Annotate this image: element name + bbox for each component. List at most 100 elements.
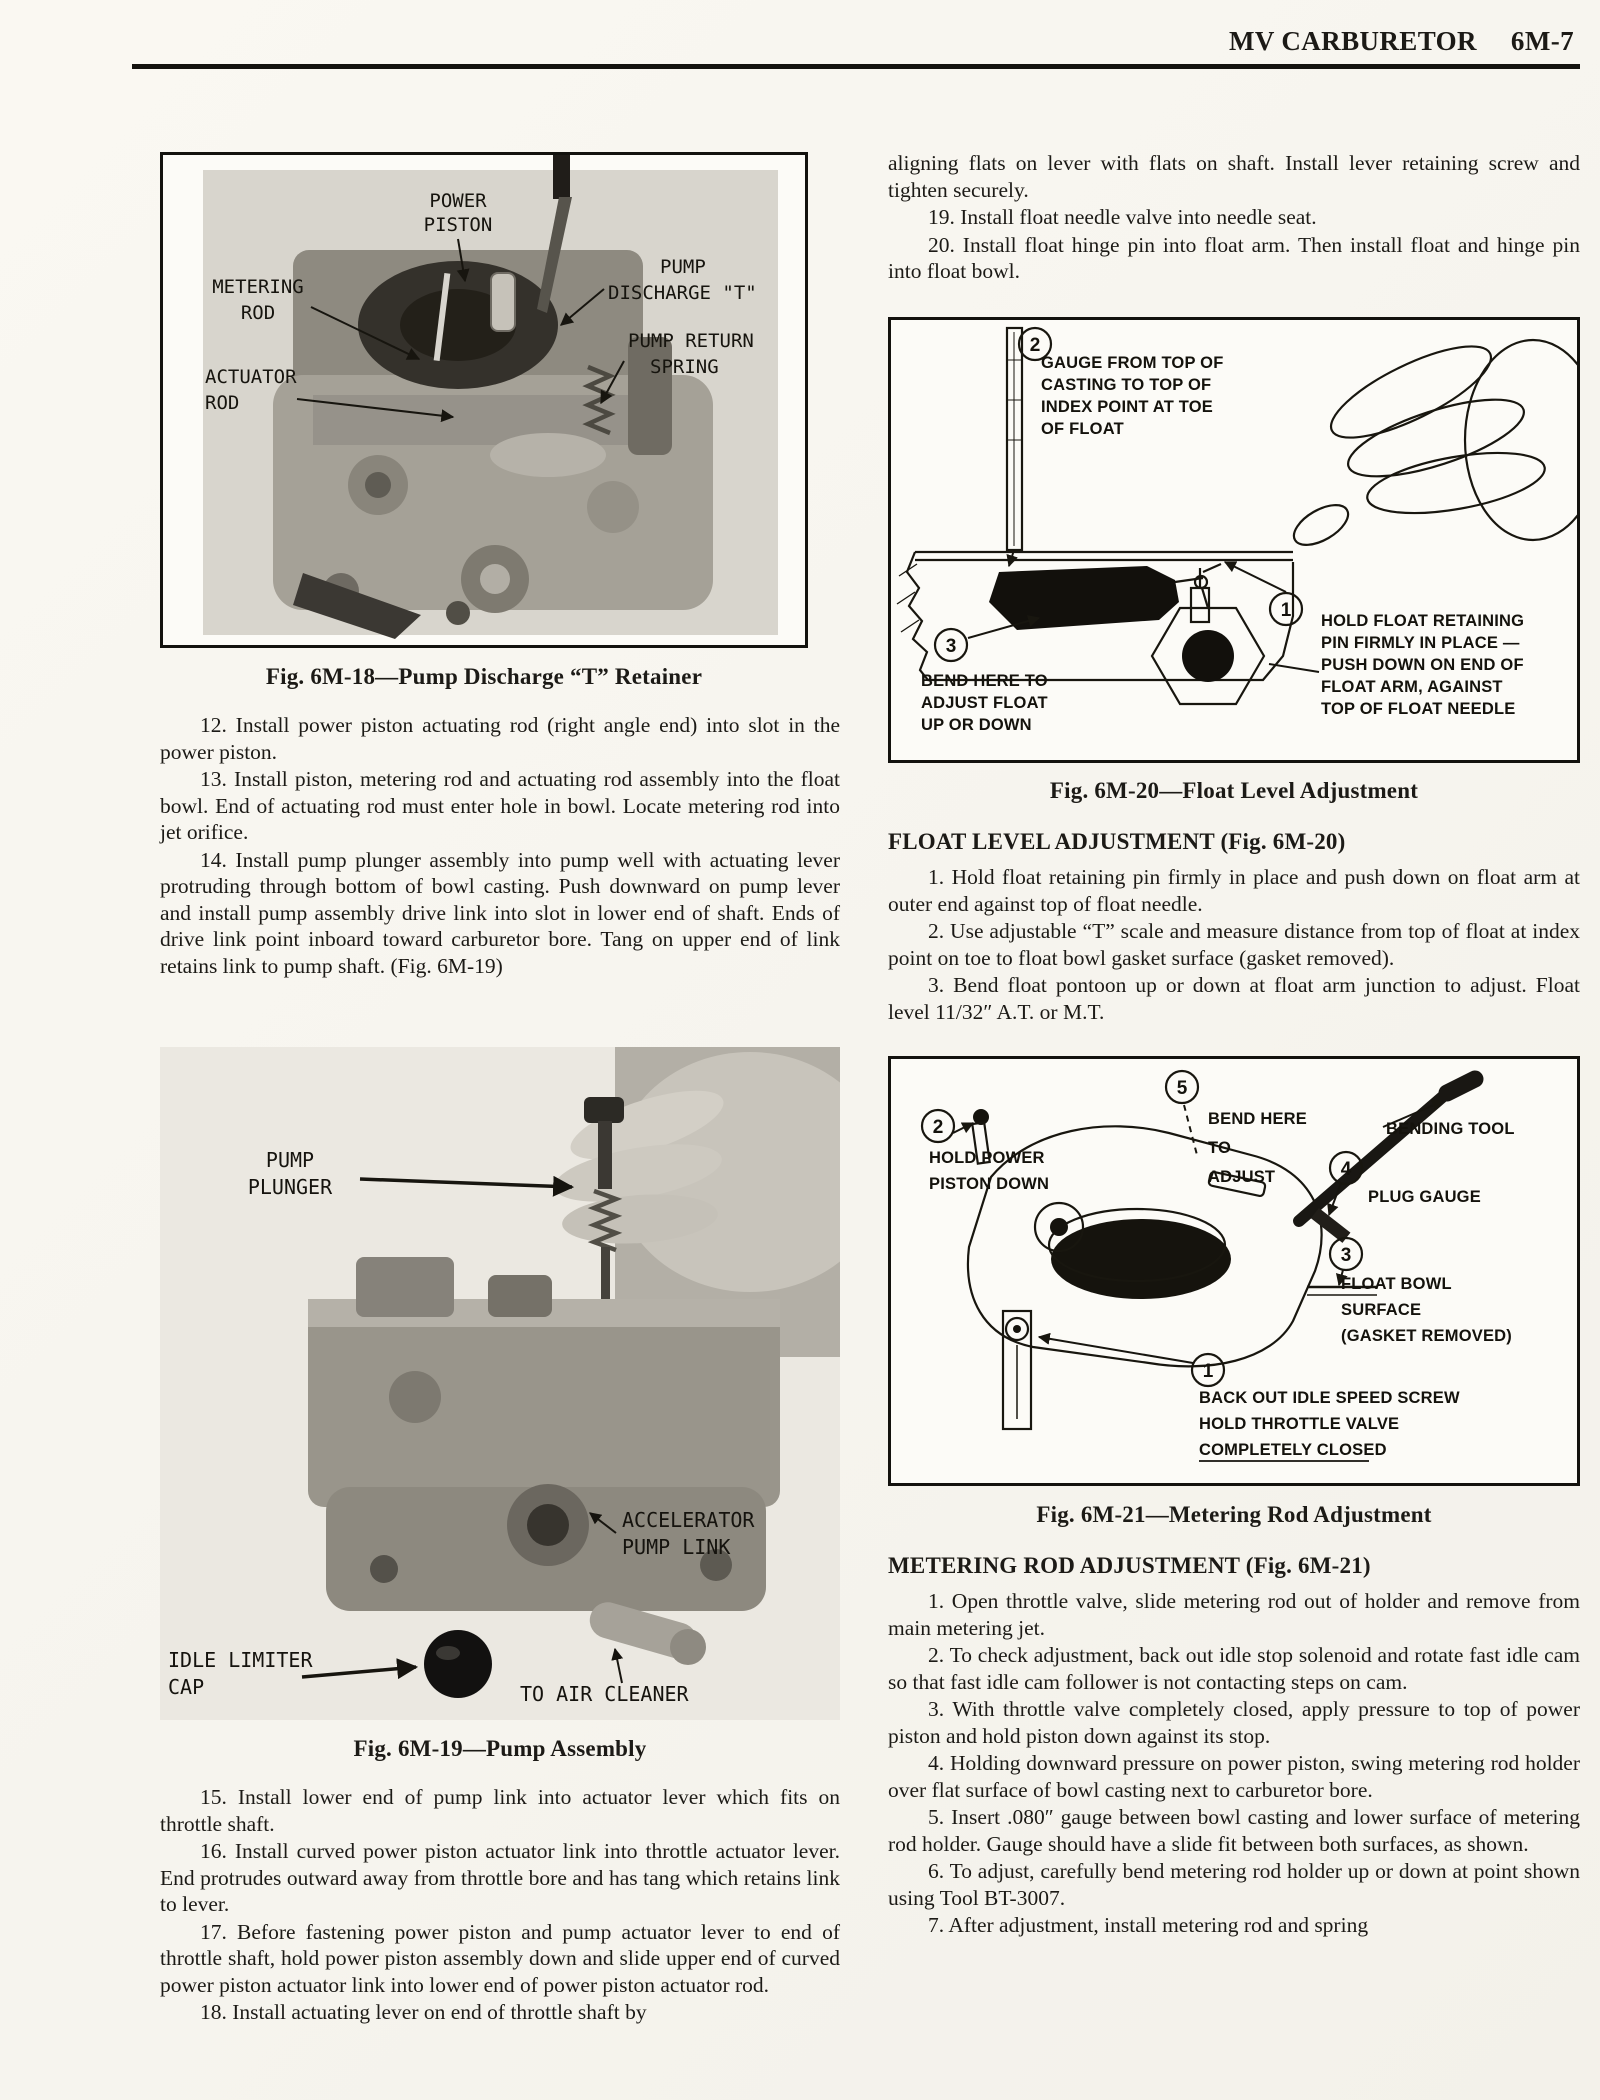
- callout-4-number: 4: [1341, 1159, 1352, 1180]
- callout-1-text: PIN FIRMLY IN PLACE —: [1321, 634, 1520, 652]
- carburetor-body-illustration: [308, 1257, 780, 1698]
- callout-4-circle: [1328, 1150, 1364, 1186]
- callout-5-text: BEND HERE: [1208, 1110, 1307, 1128]
- float-level-steps: 1. Hold float retaining pin firmly in pl…: [888, 864, 1580, 1026]
- label-to-air-cleaner: TO AIR CLEANER: [520, 1682, 690, 1706]
- label-pump-return-spring: PUMP RETURN: [628, 330, 754, 352]
- fig21-callouts: 5 BEND HERE TO ADJUST BENDING TOOL 2 HOL…: [920, 1069, 1515, 1462]
- label-bending-tool: BENDING TOOL: [1386, 1120, 1515, 1138]
- label-accelerator-pump-link: ACCELERATOR: [622, 1508, 755, 1532]
- figure-6m20-caption: Fig. 6M-20—Float Level Adjustment: [1049, 778, 1419, 803]
- screwdriver-shaft: [537, 197, 572, 313]
- figure-6m21-caption: Fig. 6M-21—Metering Rod Adjustment: [1036, 1502, 1432, 1527]
- callout-1-text: HOLD FLOAT RETAINING: [1321, 612, 1524, 630]
- steps-18-continuation: aligning flats on lever with flats on sh…: [888, 150, 1580, 286]
- callout-1-circle: [1268, 591, 1304, 627]
- idle-screw-illustration: [1001, 1309, 1033, 1431]
- label-accelerator-pump-link: PUMP LINK: [622, 1535, 730, 1559]
- steps-15-18: 15. Install lower end of pump link into …: [160, 1784, 840, 2027]
- callout-1-text: COMPLETELY CLOSED: [1199, 1441, 1387, 1459]
- metering-rod-holder-illustration: [1207, 1170, 1267, 1198]
- metering-step-7: 7. After adjustment, install metering ro…: [928, 1913, 1369, 1937]
- label-pump-plunger: PUMP: [266, 1148, 314, 1172]
- figure-6m19-caption: Fig. 6M-19—Pump Assembly: [353, 1736, 647, 1761]
- label-actuator-rod: ACTUATOR: [205, 366, 297, 388]
- metering-step-2: 2. To check adjustment, back out idle st…: [888, 1643, 1580, 1694]
- callout-5-text: TO: [1208, 1139, 1231, 1157]
- label-pump-discharge-t: PUMP: [660, 256, 706, 278]
- float-bowl-illustration: [896, 550, 1295, 682]
- fig20-line-art: 2 GAUGE FROM TOP OF CASTING TO TOP OF IN…: [896, 326, 1577, 734]
- callout-1-text: TOP OF FLOAT NEEDLE: [1321, 700, 1515, 718]
- callout-3-text: (GASKET REMOVED): [1341, 1327, 1512, 1345]
- float-step-2: 2. Use adjustable “T” scale and measure …: [888, 919, 1580, 970]
- float-level-heading: FLOAT LEVEL ADJUSTMENT (Fig. 6M-20): [888, 829, 1346, 854]
- callout-3-circle: [1328, 1236, 1364, 1272]
- label-power-piston: POWER: [429, 190, 487, 212]
- callout-2-circle: [1017, 326, 1053, 362]
- carburetor-body-illustration: [273, 155, 713, 639]
- callout-1-text: FLOAT ARM, AGAINST: [1321, 678, 1503, 696]
- callout-3-text: UP OR DOWN: [921, 716, 1032, 734]
- step-20: 20. Install float hinge pin into float a…: [888, 232, 1580, 284]
- hex-nut-illustration: [1150, 587, 1266, 706]
- callout-3-text: BEND HERE TO: [921, 672, 1048, 690]
- float-step-3: 3. Bend float pontoon up or down at floa…: [888, 973, 1580, 1024]
- step-16: 16. Install curved power piston actuator…: [160, 1839, 840, 1916]
- callout-2-number: 2: [933, 1117, 944, 1138]
- air-cleaner-tube: [589, 1602, 697, 1659]
- float-step-1: 1. Hold float retaining pin firmly in pl…: [888, 865, 1580, 916]
- metering-rod-steps: 1. Open throttle valve, slide metering r…: [888, 1588, 1580, 1940]
- page-number: 6M-7: [1510, 26, 1574, 56]
- callout-1-circle: [1190, 1352, 1226, 1388]
- metering-rod-heading: METERING ROD ADJUSTMENT (Fig. 6M-21): [888, 1553, 1371, 1578]
- fig18-labels: POWER PISTON METERING ROD PUMP DISCHARGE…: [205, 190, 757, 423]
- callout-2-number: 2: [1030, 335, 1041, 356]
- step-19: 19. Install float needle valve into need…: [928, 205, 1317, 229]
- callout-1-number: 1: [1281, 600, 1292, 621]
- step-14: 14. Install pump plunger assembly into p…: [160, 847, 840, 978]
- step-13: 13. Install piston, metering rod and act…: [160, 767, 840, 844]
- step-18: 18. Install actuating lever on end of th…: [200, 2000, 647, 2024]
- step-12: 12. Install power piston actuating rod (…: [160, 713, 840, 764]
- bending-tool-illustration: [1293, 1070, 1484, 1243]
- header-rule: [132, 64, 1580, 69]
- callout-2-text: CASTING TO TOP OF: [1041, 376, 1211, 394]
- callout-3-number: 3: [1341, 1245, 1352, 1266]
- label-metering-rod: METERING: [212, 276, 304, 298]
- callout-3-circle: [933, 627, 969, 663]
- step-17: 17. Before fastening power piston and pu…: [160, 1919, 840, 1997]
- callout-1-text: HOLD THROTTLE VALVE: [1199, 1415, 1399, 1433]
- steps-12-14: 12. Install power piston actuating rod (…: [160, 712, 840, 980]
- label-power-piston: PISTON: [424, 214, 493, 236]
- label-idle-limiter-cap: IDLE LIMITER: [168, 1648, 313, 1672]
- callout-1-number: 1: [1203, 1361, 1214, 1382]
- callout-3-text: FLOAT BOWL: [1341, 1275, 1452, 1293]
- callout-3-text: ADJUST FLOAT: [921, 694, 1048, 712]
- screwdriver-handle: [553, 155, 570, 199]
- callout-3-text: SURFACE: [1341, 1301, 1421, 1319]
- gauge-illustration: [1005, 326, 1024, 568]
- label-pump-plunger: PLUNGER: [248, 1175, 333, 1199]
- callout-2-text: GAUGE FROM TOP OF: [1041, 354, 1223, 372]
- fig19-labels: PUMP PLUNGER ACCELERATOR PUMP LINK IDLE …: [168, 1148, 755, 1706]
- figure-6m19-pump-assembly: PUMP PLUNGER ACCELERATOR PUMP LINK IDLE …: [160, 1047, 840, 1720]
- label-actuator-rod: ROD: [205, 392, 239, 414]
- label-pump-return-spring: SPRING: [650, 356, 719, 378]
- label-metering-rod: ROD: [241, 302, 275, 324]
- callout-5-text: ADJUST: [1208, 1168, 1275, 1186]
- label-pump-discharge-t: DISCHARGE "T": [608, 282, 757, 304]
- callout-2-circle: [920, 1108, 956, 1144]
- fig19-photo: PUMP PLUNGER ACCELERATOR PUMP LINK IDLE …: [160, 1047, 840, 1720]
- fig18-photo: POWER PISTON METERING ROD PUMP DISCHARGE…: [203, 155, 778, 639]
- plug-gauge-illustration: [1310, 1207, 1351, 1243]
- hand-illustration: [1292, 338, 1577, 546]
- callout-5-number: 5: [1177, 1078, 1188, 1099]
- callout-2-text: HOLD POWER: [929, 1149, 1045, 1167]
- pump-plunger-illustration: [584, 1097, 624, 1323]
- figure-6m18-pump-discharge: POWER PISTON METERING ROD PUMP DISCHARGE…: [160, 152, 808, 648]
- figure-6m18-caption: Fig. 6M-18—Pump Discharge “T” Retainer: [265, 664, 703, 689]
- callout-4-text: PLUG GAUGE: [1368, 1188, 1481, 1206]
